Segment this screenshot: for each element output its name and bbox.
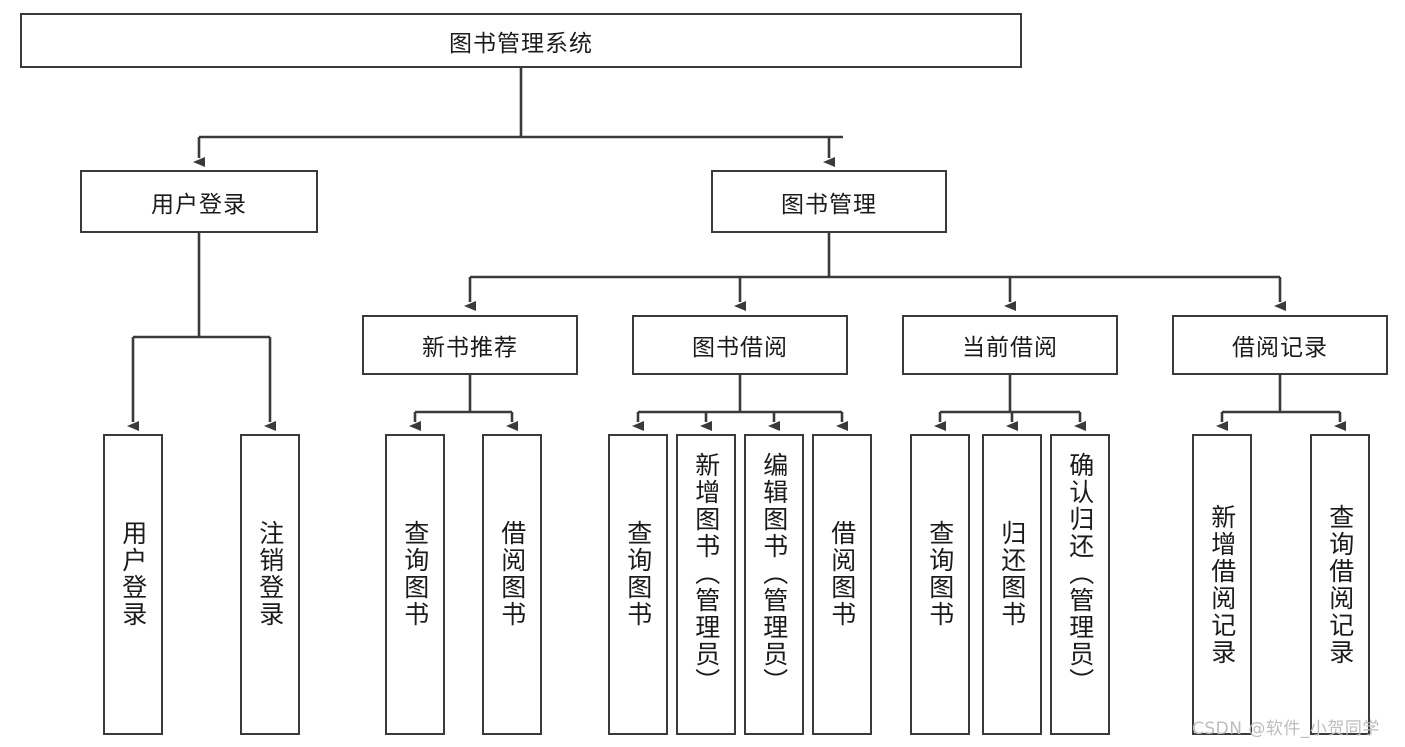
node-leaf-user-login[interactable]: 用户登录: [103, 434, 163, 735]
node-book-manage-label: 图书管理: [781, 191, 877, 218]
node-root-label: 图书管理系统: [449, 30, 593, 57]
node-book-manage[interactable]: 图书管理: [711, 170, 947, 233]
node-user-login[interactable]: 用户登录: [80, 170, 318, 233]
node-leaf-user-login-label: 用户登录: [118, 520, 148, 628]
csdn-watermark: CSDN @软件_小贺同学: [1192, 719, 1380, 739]
node-leaf-query-book-rec-label: 查询图书: [400, 520, 430, 628]
node-leaf-edit-book[interactable]: 编辑图书（管理员）: [744, 434, 804, 735]
node-leaf-query-book-label: 查询图书: [623, 520, 653, 628]
node-new-book-rec[interactable]: 新书推荐: [362, 315, 578, 375]
node-leaf-query-record[interactable]: 查询借阅记录: [1310, 434, 1370, 735]
node-book-borrow[interactable]: 图书借阅: [632, 315, 848, 375]
node-leaf-query-book-cur[interactable]: 查询图书: [910, 434, 970, 735]
node-leaf-add-book-label: 新增图书（管理员）: [691, 452, 721, 695]
node-leaf-borrow-book-rec[interactable]: 借阅图书: [482, 434, 542, 735]
node-leaf-borrow-book-rec-label: 借阅图书: [497, 520, 527, 628]
node-borrow-record-label: 借阅记录: [1232, 335, 1328, 361]
node-leaf-logout[interactable]: 注销登录: [240, 434, 300, 735]
node-leaf-borrow-book-label: 借阅图书: [827, 520, 857, 628]
node-leaf-return-book[interactable]: 归还图书: [982, 434, 1042, 735]
node-leaf-query-book[interactable]: 查询图书: [608, 434, 668, 735]
node-book-borrow-label: 图书借阅: [692, 335, 788, 361]
node-leaf-logout-label: 注销登录: [255, 520, 285, 628]
node-root[interactable]: 图书管理系统: [20, 13, 1022, 68]
node-current-borrow[interactable]: 当前借阅: [902, 315, 1118, 375]
node-leaf-add-record-label: 新增借阅记录: [1207, 504, 1237, 666]
node-leaf-query-book-rec[interactable]: 查询图书: [385, 434, 445, 735]
node-leaf-borrow-book[interactable]: 借阅图书: [812, 434, 872, 735]
node-leaf-confirm-return[interactable]: 确认归还（管理员）: [1050, 434, 1110, 735]
node-leaf-add-book[interactable]: 新增图书（管理员）: [676, 434, 736, 735]
node-leaf-add-record[interactable]: 新增借阅记录: [1192, 434, 1252, 735]
node-leaf-edit-book-label: 编辑图书（管理员）: [759, 452, 789, 695]
node-leaf-return-book-label: 归还图书: [997, 520, 1027, 628]
node-user-login-label: 用户登录: [151, 191, 247, 218]
node-new-book-rec-label: 新书推荐: [422, 335, 518, 361]
node-leaf-query-record-label: 查询借阅记录: [1325, 504, 1355, 666]
node-leaf-query-book-cur-label: 查询图书: [925, 520, 955, 628]
node-borrow-record[interactable]: 借阅记录: [1172, 315, 1388, 375]
node-current-borrow-label: 当前借阅: [962, 335, 1058, 361]
node-leaf-confirm-return-label: 确认归还（管理员）: [1065, 452, 1095, 695]
